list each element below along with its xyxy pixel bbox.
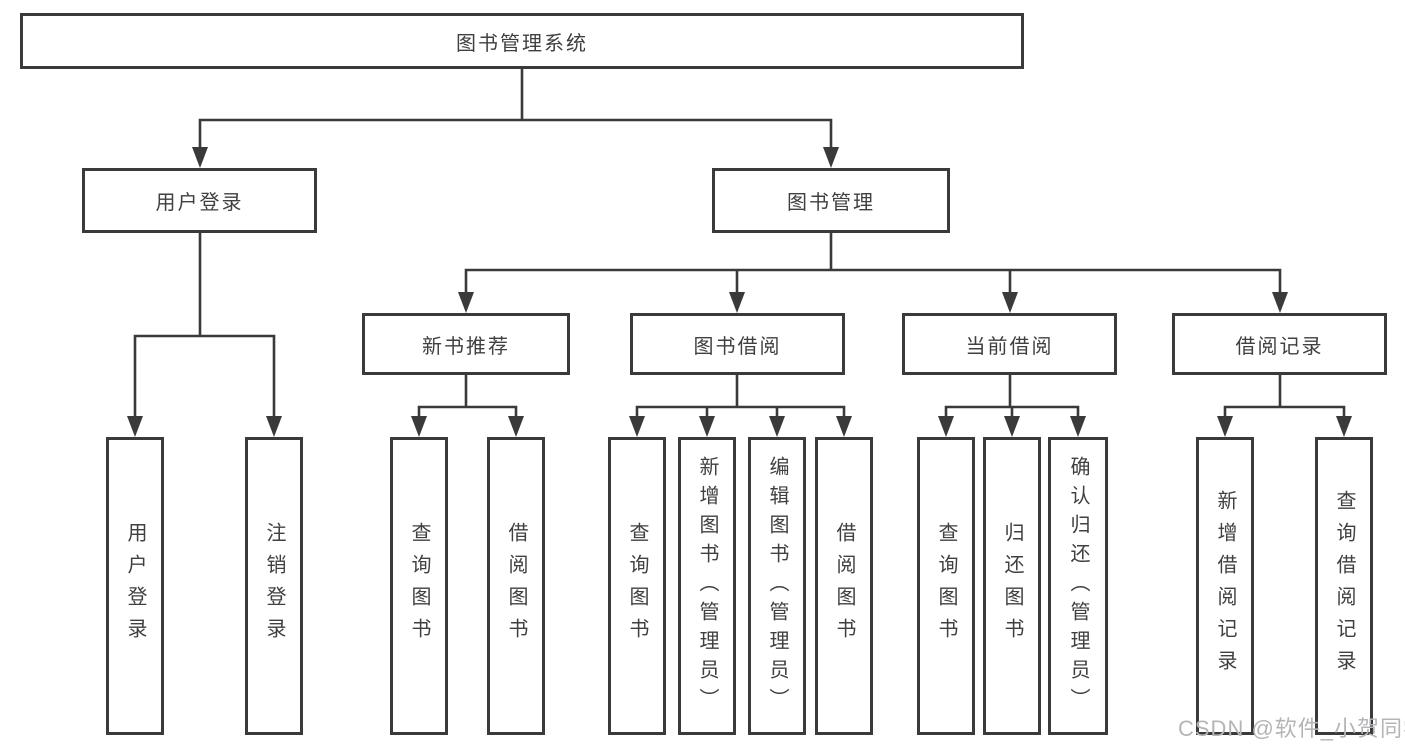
node-current-borrow-label: 当前借阅 <box>965 335 1054 358</box>
node-new-book-recommend: 新书推荐 <box>362 313 570 375</box>
node-borrow-records-label: 借阅记录 <box>1235 335 1324 358</box>
connector-newbook-to-leaves <box>411 375 524 437</box>
leaf-user-login-label: 用户登录 <box>124 522 146 650</box>
leaf-edit-books-admin: 编辑图书（管理员） <box>748 437 806 735</box>
node-book-borrow: 图书借阅 <box>630 313 845 375</box>
leaf-newbook-query-books-label: 查询图书 <box>408 522 430 650</box>
node-root-system: 图书管理系统 <box>20 13 1024 69</box>
leaf-add-books-admin: 新增图书（管理员） <box>678 437 736 735</box>
connector-current-to-leaves <box>938 375 1086 437</box>
leaf-add-borrow-record: 新增借阅记录 <box>1196 437 1254 735</box>
node-book-borrow-label: 图书借阅 <box>693 335 782 358</box>
connector-mgmt-to-level3 <box>458 233 1288 313</box>
leaf-borrow-query-books-label: 查询图书 <box>626 522 648 650</box>
leaf-newbook-borrow-books: 借阅图书 <box>487 437 545 735</box>
leaf-add-books-admin-label: 新增图书（管理员） <box>696 455 718 717</box>
node-new-book-recommend-label: 新书推荐 <box>422 335 510 358</box>
connector-root-to-level2 <box>192 69 839 168</box>
leaf-add-borrow-record-label: 新增借阅记录 <box>1214 490 1236 682</box>
node-borrow-records: 借阅记录 <box>1172 313 1387 375</box>
connector-records-to-leaves <box>1217 375 1352 437</box>
leaf-confirm-return-admin-label: 确认归还（管理员） <box>1067 455 1089 717</box>
node-current-borrow: 当前借阅 <box>902 313 1117 375</box>
leaf-user-login: 用户登录 <box>106 437 164 735</box>
csdn-watermark: CSDN @软件_小贺同学 <box>1178 716 1405 741</box>
leaf-newbook-borrow-books-label: 借阅图书 <box>505 522 527 650</box>
leaf-confirm-return-admin: 确认归还（管理员） <box>1048 437 1108 735</box>
leaf-logout: 注销登录 <box>245 437 303 735</box>
node-book-management-label: 图书管理 <box>787 192 875 214</box>
node-book-management: 图书管理 <box>712 168 950 233</box>
leaf-return-books: 归还图书 <box>983 437 1041 735</box>
leaf-borrow-books-label: 借阅图书 <box>833 522 855 650</box>
leaf-borrow-books: 借阅图书 <box>815 437 873 735</box>
leaf-logout-label: 注销登录 <box>263 522 285 650</box>
leaf-query-borrow-record: 查询借阅记录 <box>1315 437 1373 735</box>
leaf-newbook-query-books: 查询图书 <box>390 437 448 735</box>
leaf-borrow-query-books: 查询图书 <box>608 437 666 735</box>
connector-login-to-leaves <box>127 233 282 437</box>
connector-borrow-to-leaves <box>629 375 852 437</box>
node-root-label: 图书管理系统 <box>456 32 588 55</box>
leaf-return-books-label: 归还图书 <box>1001 522 1023 650</box>
leaf-edit-books-admin-label: 编辑图书（管理员） <box>766 455 788 717</box>
leaf-current-query-books-label: 查询图书 <box>935 522 957 650</box>
leaf-query-borrow-record-label: 查询借阅记录 <box>1333 490 1355 682</box>
node-user-login-label: 用户登录 <box>155 192 244 214</box>
node-user-login: 用户登录 <box>82 168 317 233</box>
leaf-current-query-books: 查询图书 <box>917 437 975 735</box>
